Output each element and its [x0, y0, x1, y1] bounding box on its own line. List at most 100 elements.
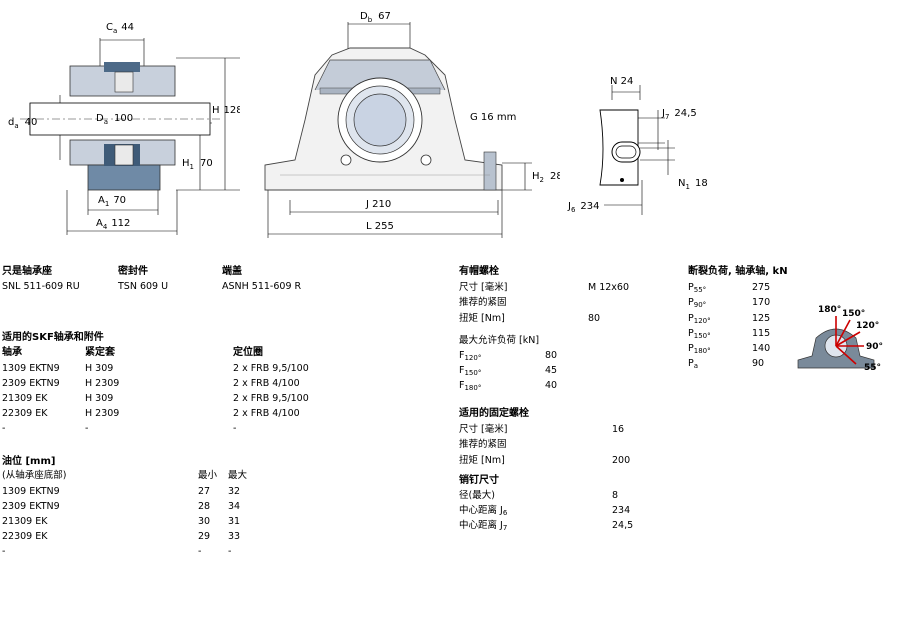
table-row: 1309 EKTN9	[2, 486, 60, 497]
bearing-col-header: 轴承	[2, 347, 22, 358]
table-row: -	[2, 546, 6, 557]
table-cell: 28	[198, 501, 211, 512]
table-cell: H 2309	[85, 378, 120, 389]
load-row: F150°	[459, 365, 482, 377]
table-row: 22309 EK	[2, 531, 48, 542]
min-col-header: 最小	[198, 470, 218, 481]
table-cell: 27	[198, 486, 211, 497]
end-cover-header: 端盖	[222, 266, 242, 277]
table-cell: 2 x FRB 9,5/100	[233, 393, 309, 404]
table-cell: -	[228, 546, 232, 557]
table-cell: 2 x FRB 4/100	[233, 408, 300, 419]
table-row: 21309 EK	[2, 393, 48, 404]
ring-col-header: 定位圈	[233, 347, 263, 358]
angle-label-55: 55°	[864, 363, 881, 373]
dowel-j6-label: 中心距离 J6	[459, 505, 508, 517]
g-label: G 16 mm	[470, 112, 516, 123]
load-row: F180°	[459, 380, 482, 392]
angle-label-180: 180°	[818, 305, 841, 315]
load-row: P90°	[688, 297, 707, 309]
load-value: 115	[752, 328, 771, 339]
seal-value: TSN 609 U	[118, 281, 169, 292]
table-cell: 2 x FRB 9,5/100	[233, 363, 309, 374]
l-label: L 255	[366, 221, 394, 232]
dowel-title: 销钉尺寸	[459, 475, 499, 486]
table-row: 2309 EKTN9	[2, 378, 60, 389]
dowel-dia-label: 径(最大)	[459, 490, 495, 501]
housing-value: SNL 511-609 RU	[2, 281, 80, 292]
load-direction-diagram: 180° 150° 120° 90° 55°	[797, 305, 883, 373]
end-cover-value: ASNH 511-609 R	[222, 281, 302, 292]
oil-level-title: 油位 [mm]	[2, 456, 56, 467]
load-value: 125	[752, 313, 771, 324]
load-row: P55°	[688, 282, 707, 294]
cap-bolts-title: 有帽螺栓	[459, 266, 499, 277]
table-cell: H 309	[85, 393, 114, 404]
j-label: J 210	[365, 199, 391, 210]
sleeve-col-header: 紧定套	[85, 347, 115, 358]
bearings-title: 适用的SKF轴承和附件	[2, 332, 104, 343]
table-cell: H 309	[85, 363, 114, 374]
table-cell: 33	[228, 531, 241, 542]
cap-bolt-torque-title: 推荐的紧固	[459, 297, 507, 308]
load-row: Pa	[688, 358, 699, 370]
table-row: 1309 EKTN9	[2, 363, 60, 374]
table-cell: -	[198, 546, 202, 557]
cap-bolt-size-label: 尺寸 [毫米]	[459, 282, 508, 293]
max-load-title: 最大允许负荷 [kN]	[459, 335, 540, 346]
cap-bolt-torque-value: 80	[588, 313, 601, 324]
load-value: 45	[545, 365, 558, 376]
load-value: 275	[752, 282, 771, 293]
seal-header: 密封件	[118, 266, 148, 277]
attach-bolt-size-value: 16	[612, 424, 625, 435]
load-row: P180°	[688, 343, 711, 355]
table-cell: -	[85, 423, 89, 434]
load-value: 40	[545, 380, 558, 391]
attach-bolts-title: 适用的固定螺栓	[459, 408, 529, 419]
breaking-load-title: 断裂负荷, 轴承轴, kN	[688, 266, 788, 277]
table-cell: -	[233, 423, 237, 434]
dowel-j7-label: 中心距离 J7	[459, 520, 508, 532]
table-cell: 34	[228, 501, 241, 512]
load-value: 140	[752, 343, 771, 354]
table-row: 2309 EKTN9	[2, 501, 60, 512]
table-cell: 29	[198, 531, 211, 542]
table-cell: 2 x FRB 4/100	[233, 378, 300, 389]
table-cell: H 2309	[85, 408, 120, 419]
angle-label-120: 120°	[856, 321, 879, 331]
n-label: N 24	[610, 76, 633, 87]
cap-bolt-torque-label: 扭矩 [Nm]	[459, 313, 505, 324]
load-value: 170	[752, 297, 771, 308]
attach-bolt-size-label: 尺寸 [毫米]	[459, 424, 508, 435]
dowel-dia-value: 8	[612, 490, 619, 501]
load-row: P120°	[688, 313, 711, 325]
load-row: F120°	[459, 350, 482, 362]
max-col-header: 最大	[228, 470, 248, 481]
housing-header: 只是轴承座	[2, 266, 52, 277]
attach-bolt-torque-title: 推荐的紧固	[459, 439, 507, 450]
angle-label-90: 90°	[866, 342, 883, 352]
load-row: P150°	[688, 328, 711, 340]
table-cell: 30	[198, 516, 211, 527]
table-row: 22309 EK	[2, 408, 48, 419]
oil-level-subtitle: (从轴承座底部)	[2, 470, 67, 481]
angle-label-150: 150°	[842, 309, 865, 319]
load-value: 90	[752, 358, 765, 369]
load-value: 80	[545, 350, 558, 361]
cap-bolt-size-value: M 12x60	[588, 282, 630, 293]
attach-bolt-torque-label: 扭矩 [Nm]	[459, 455, 505, 466]
